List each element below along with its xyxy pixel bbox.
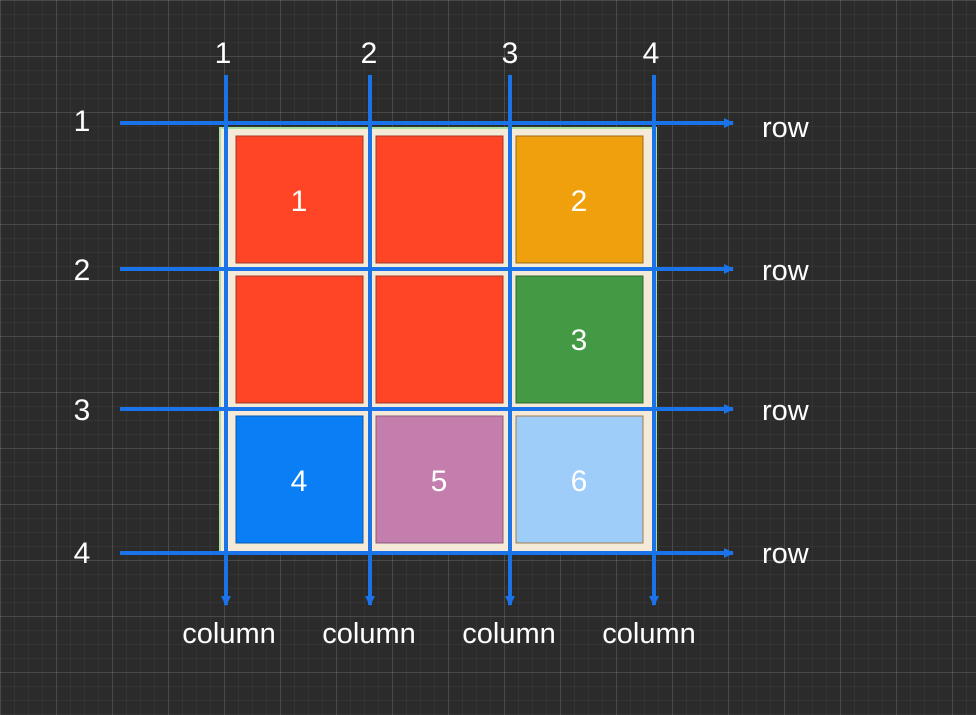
grid-item-3 <box>515 275 644 404</box>
row-number: 4 <box>74 537 91 570</box>
cell-label: 4 <box>291 465 308 498</box>
grid-item-1-span <box>375 135 504 264</box>
column-label: column <box>182 618 276 650</box>
grid-item-1-span <box>235 275 364 404</box>
cell-label: 5 <box>431 465 448 498</box>
grid-item-4 <box>235 415 364 544</box>
row-lines <box>120 118 734 558</box>
column-label: column <box>462 618 556 650</box>
grid-item-6 <box>515 415 644 544</box>
cell-label: 2 <box>571 185 588 218</box>
row-number: 2 <box>74 254 91 287</box>
column-label: column <box>322 618 416 650</box>
row-label: row <box>762 255 810 287</box>
column-lines <box>221 75 659 606</box>
cell-label: 3 <box>571 324 588 357</box>
grid-item-2 <box>515 135 644 264</box>
cell-label: 6 <box>571 465 588 498</box>
row-number: 1 <box>74 105 91 138</box>
row-label: row <box>762 395 810 427</box>
grid-item-5 <box>375 415 504 544</box>
column-label: column <box>602 618 696 650</box>
cells-group <box>235 135 644 544</box>
grid-item-1-span <box>375 275 504 404</box>
row-label: row <box>762 112 810 144</box>
row-label: row <box>762 538 810 570</box>
column-number: 3 <box>502 37 519 70</box>
column-number: 4 <box>643 37 660 70</box>
column-number: 1 <box>215 37 232 70</box>
grid-item-1 <box>235 135 364 264</box>
column-number: 2 <box>361 37 378 70</box>
row-number: 3 <box>74 394 91 427</box>
cell-label: 1 <box>291 185 308 218</box>
